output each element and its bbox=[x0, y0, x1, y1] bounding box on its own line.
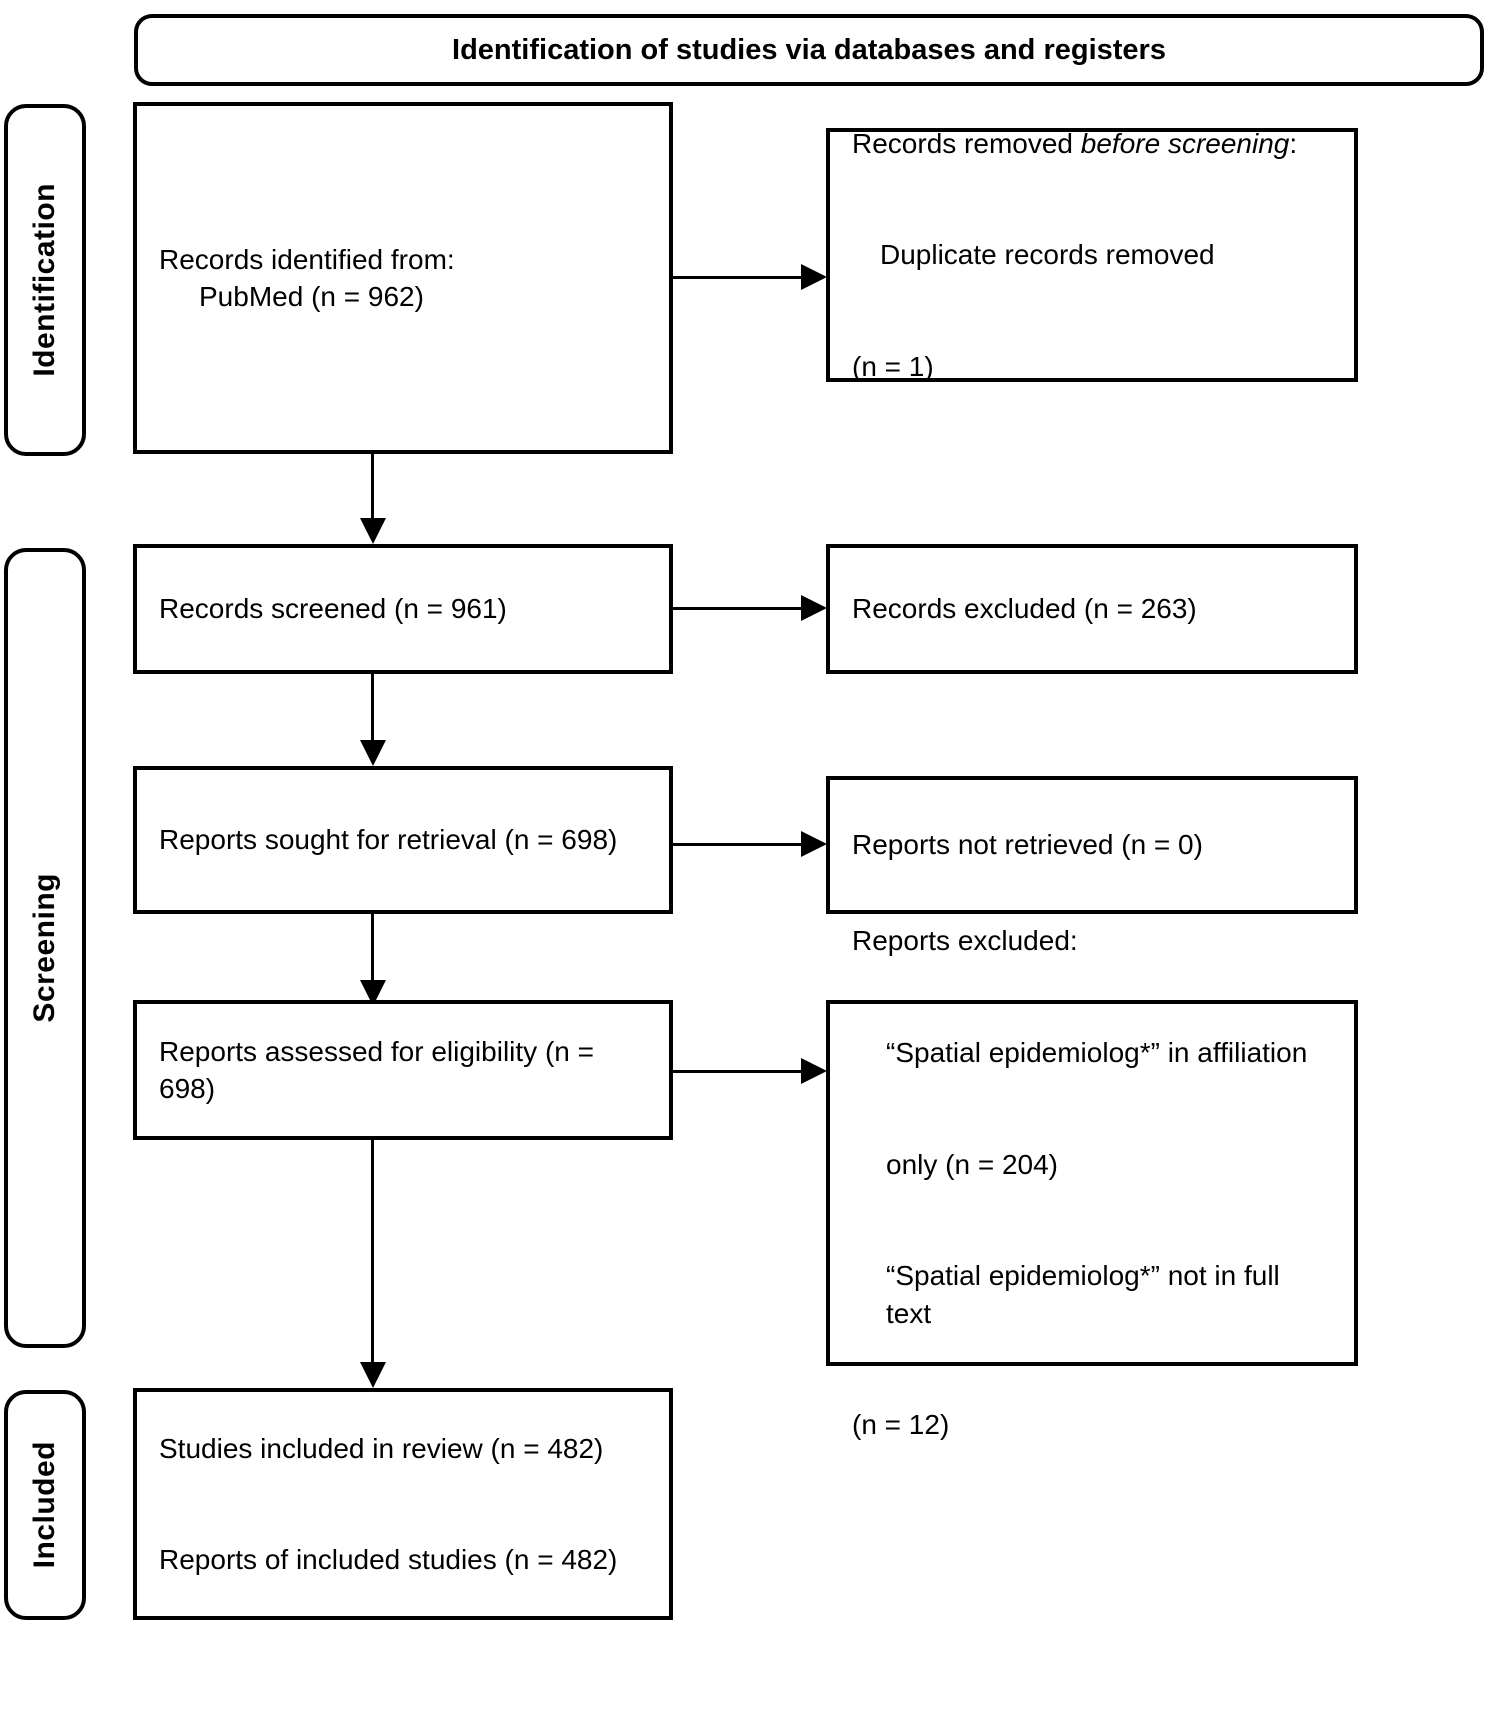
box-reports-assessed-text: Reports assessed for eligibility (n = 69… bbox=[159, 1035, 602, 1104]
box-records-excluded: Records excluded (n = 263) bbox=[826, 544, 1358, 674]
records-removed-emphasis: before screening bbox=[1080, 127, 1290, 159]
box-reports-assessed: Reports assessed for eligibility (n = 69… bbox=[133, 1000, 673, 1140]
diagram-title: Identification of studies via databases … bbox=[452, 33, 1166, 66]
reports-excluded-line2: “Spatial epidemiolog*” in affiliation bbox=[886, 1037, 1308, 1069]
arrowhead-assessed-to-included bbox=[360, 1362, 386, 1388]
records-removed-line1: Records removed before screening: bbox=[852, 125, 1297, 162]
arrowhead-identified-to-screened bbox=[360, 518, 386, 544]
box-reports-sought: Reports sought for retrieval (n = 698) bbox=[133, 766, 673, 914]
connector-screened-to-sought bbox=[371, 674, 374, 746]
reports-excluded-line3: only (n = 204) bbox=[886, 1148, 1058, 1180]
stage-label-identification: Identification bbox=[28, 183, 61, 377]
stage-pill-screening: Screening bbox=[4, 548, 86, 1348]
records-removed-line2: Duplicate records removed bbox=[880, 239, 1215, 271]
connector-assessed-to-excluded bbox=[673, 1070, 801, 1073]
arrowhead-screened-to-excluded bbox=[801, 595, 827, 621]
box-records-removed-text: Records removed before screening: Duplic… bbox=[852, 50, 1297, 460]
arrowhead-identified-to-removed bbox=[801, 264, 827, 290]
box-records-screened: Records screened (n = 961) bbox=[133, 544, 673, 674]
reports-excluded-line5: (n = 12) bbox=[852, 1409, 950, 1441]
box-reports-excluded: Reports excluded: “Spatial epidemiolog*”… bbox=[826, 925, 1358, 1440]
box-reports-not-retrieved: Reports not retrieved (n = 0) bbox=[826, 776, 1358, 914]
connector-sought-to-assessed bbox=[371, 914, 374, 986]
records-removed-suffix: : bbox=[1289, 127, 1298, 159]
stage-label-included: Included bbox=[28, 1441, 61, 1569]
arrowhead-screened-to-sought bbox=[360, 740, 386, 766]
stage-pill-identification: Identification bbox=[4, 104, 86, 456]
box-records-removed: Records removed before screening: Duplic… bbox=[826, 128, 1358, 382]
box-reports-not-retrieved-text: Reports not retrieved (n = 0) bbox=[852, 829, 1203, 861]
studies-included-line1: Studies included in review (n = 482) bbox=[159, 1432, 604, 1464]
reports-excluded-line1: Reports excluded: bbox=[852, 925, 1078, 957]
connector-identified-to-screened bbox=[371, 454, 374, 526]
diagram-header-banner: Identification of studies via databases … bbox=[134, 14, 1484, 86]
stage-pill-included: Included bbox=[4, 1390, 86, 1620]
box-records-identified: Records identified from: PubMed (n = 962… bbox=[133, 102, 673, 454]
box-reports-sought-text: Reports sought for retrieval (n = 698) bbox=[159, 824, 618, 856]
box-studies-included: Studies included in review (n = 482) Rep… bbox=[133, 1388, 673, 1620]
records-removed-prefix: Records removed bbox=[852, 127, 1081, 159]
connector-screened-to-excluded bbox=[673, 607, 801, 610]
box-records-identified-text: Records identified from: PubMed (n = 962… bbox=[159, 241, 455, 315]
box-studies-included-text: Studies included in review (n = 482) Rep… bbox=[159, 1355, 617, 1653]
reports-excluded-line4: “Spatial epidemiolog*” not in full text bbox=[886, 1260, 1288, 1329]
box-records-excluded-text: Records excluded (n = 263) bbox=[852, 593, 1197, 625]
box-reports-excluded-text: Reports excluded: “Spatial epidemiolog*”… bbox=[852, 848, 1332, 1518]
connector-identified-to-removed bbox=[673, 276, 801, 279]
records-removed-line3: (n = 1) bbox=[852, 351, 934, 383]
connector-assessed-to-included bbox=[371, 1140, 374, 1370]
box-records-screened-text: Records screened (n = 961) bbox=[159, 593, 507, 625]
stage-label-screening: Screening bbox=[28, 873, 61, 1023]
arrowhead-sought-to-not-retrieved bbox=[801, 831, 827, 857]
records-identified-line2: PubMed (n = 962) bbox=[199, 281, 424, 312]
arrowhead-assessed-to-excluded bbox=[801, 1058, 827, 1084]
records-identified-line1: Records identified from: bbox=[159, 243, 455, 275]
connector-sought-to-not-retrieved bbox=[673, 843, 801, 846]
studies-included-line2: Reports of included studies (n = 482) bbox=[159, 1544, 618, 1576]
